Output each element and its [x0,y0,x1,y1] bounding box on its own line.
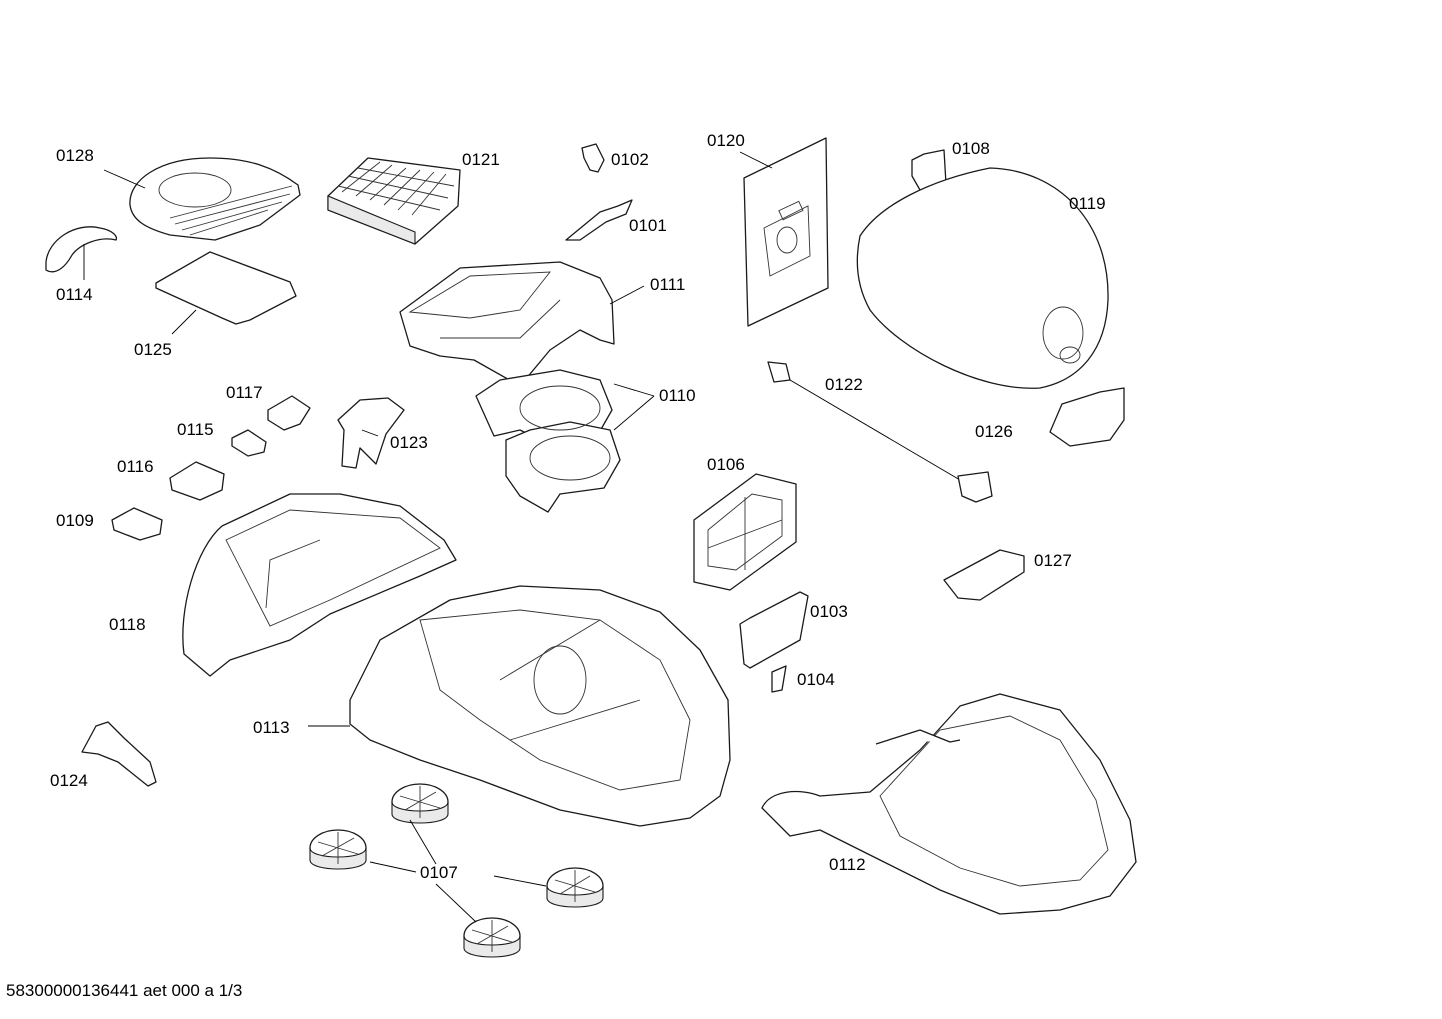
wheel-3 [546,867,604,908]
label-0113: 0113 [253,718,290,737]
label-0121: 0121 [462,150,500,169]
part-0115-plug [231,429,267,457]
part-0126-latch [1049,387,1125,447]
part-0101-spring-lever [565,199,633,241]
label-0112: 0112 [829,855,866,874]
wheel-1 [391,783,449,824]
part-0117-cap [267,395,311,431]
part-0113-main-body [349,585,731,827]
label-0125: 0125 [134,340,172,359]
part-0121-hepa-filter [327,157,461,245]
part-0102-latch [581,143,605,173]
label-0109: 0109 [56,511,94,530]
label-0104: 0104 [797,670,835,689]
wheel-4 [463,917,521,958]
callout-labels: 0128 0114 0125 0121 0102 0101 0111 0110 … [50,131,1106,882]
part-0128-cover-grille [129,157,301,241]
part-0118-rear-housing [182,493,457,677]
part-0122-cable-harness [767,361,993,503]
part-0109-cap [111,507,163,541]
label-0101: 0101 [629,216,667,235]
part-0116-cap [169,461,225,501]
part-0114-clip [45,226,118,273]
part-0119-lid [856,167,1109,389]
label-0115: 0115 [177,420,214,439]
part-0120-dust-bag [743,137,829,327]
label-0114: 0114 [56,285,93,304]
label-0116: 0116 [117,457,154,476]
part-0124-handle [81,721,157,787]
part-0104-tab [771,665,787,693]
document-code: 58300000136441 aet 000 a 1/3 [6,981,243,1000]
part-0125-filter-sheet [155,251,297,325]
label-0118: 0118 [109,615,146,634]
label-0128: 0128 [56,146,94,165]
label-0108: 0108 [952,139,990,158]
label-0122: 0122 [825,375,863,394]
label-0127: 0127 [1034,551,1072,570]
label-0103: 0103 [810,602,848,621]
label-0107: 0107 [420,863,458,882]
leader-lines [83,151,773,923]
label-0106: 0106 [707,455,745,474]
part-0112-base-frame [761,693,1137,915]
label-0110: 0110 [659,386,696,405]
part-0110-ducts [475,369,621,513]
part-0106-filter-frame [693,473,797,591]
label-0126: 0126 [975,422,1013,441]
part-0103-switch-bracket [739,591,809,669]
label-0120: 0120 [707,131,745,150]
part-0107-wheels [309,783,604,958]
label-0119: 0119 [1069,194,1106,213]
label-0111: 0111 [650,275,685,294]
wheel-2 [309,829,367,870]
part-0127-bracket [943,549,1025,601]
label-0123: 0123 [390,433,428,452]
part-0111-filter-housing [399,261,615,387]
label-0117: 0117 [226,383,263,402]
label-0124: 0124 [50,771,88,790]
label-0102: 0102 [611,150,649,169]
